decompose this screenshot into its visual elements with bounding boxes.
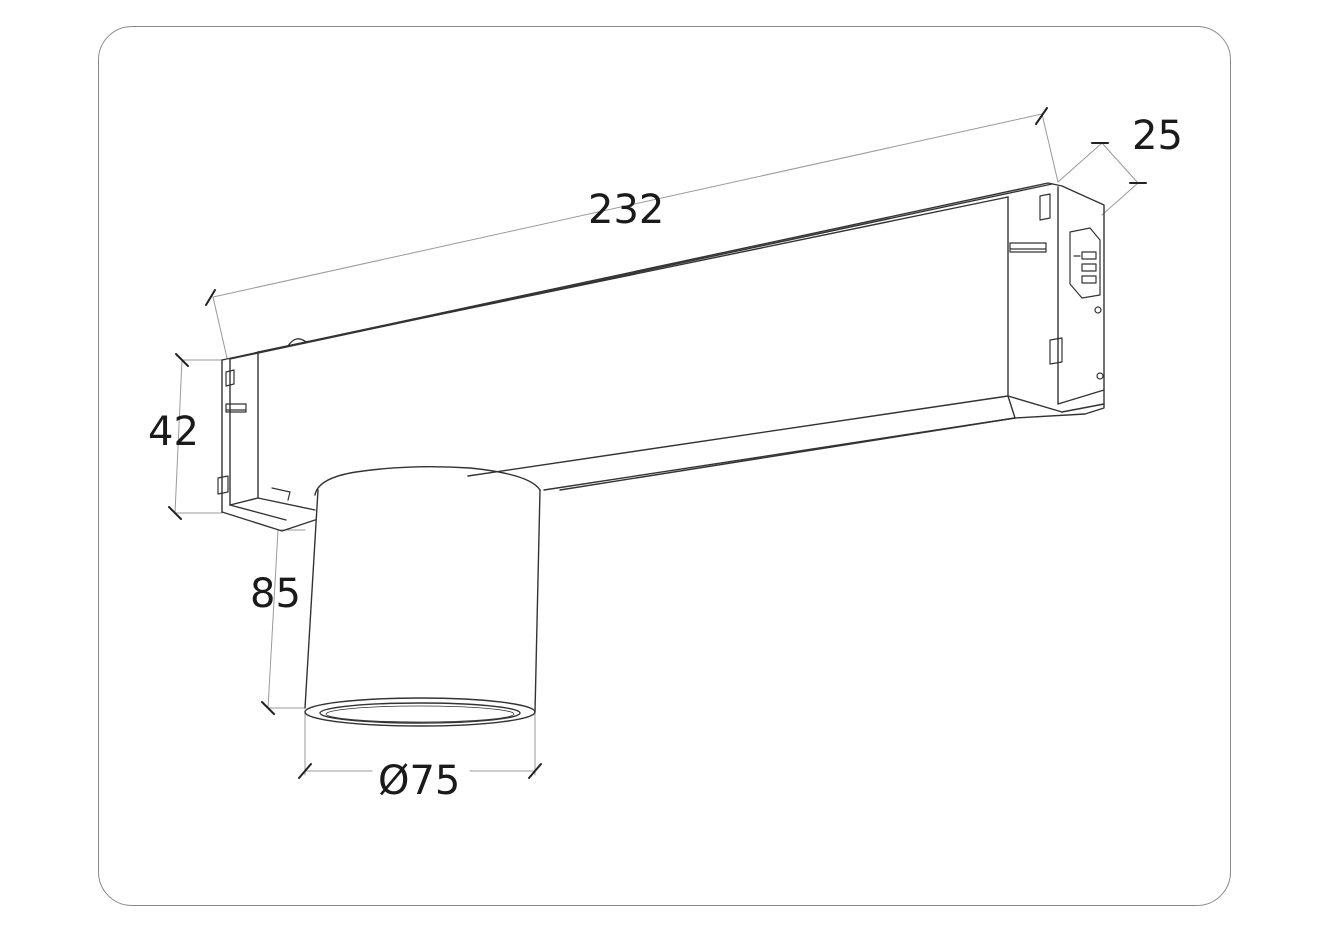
diameter-dimension-line xyxy=(304,711,536,776)
length-dimension-line xyxy=(212,113,1059,359)
length-dimension-label: 232 xyxy=(588,187,665,233)
diameter-dimension-ticks xyxy=(298,763,542,779)
width-dimension-label: 25 xyxy=(1132,113,1183,159)
cylinder-lamp xyxy=(304,465,541,727)
diameter-dimension-label: Ø75 xyxy=(378,758,461,804)
track-adapter-body xyxy=(221,182,1105,532)
lamp-height-dimension-ticks xyxy=(261,701,275,715)
lamp-height-dimension-line xyxy=(267,529,306,709)
track-height-dimension-line xyxy=(174,359,223,514)
left-end-clips xyxy=(217,369,291,501)
length-dimension-ticks xyxy=(205,107,1048,306)
lamp-height-dimension-label: 85 xyxy=(250,571,301,617)
width-dimension-ticks xyxy=(1091,142,1147,184)
track-height-dimension-ticks xyxy=(168,353,189,520)
width-dimension-line xyxy=(1057,142,1139,216)
right-end-connector xyxy=(1009,193,1104,380)
drawing-frame xyxy=(98,26,1231,906)
track-height-dimension-label: 42 xyxy=(148,409,199,455)
